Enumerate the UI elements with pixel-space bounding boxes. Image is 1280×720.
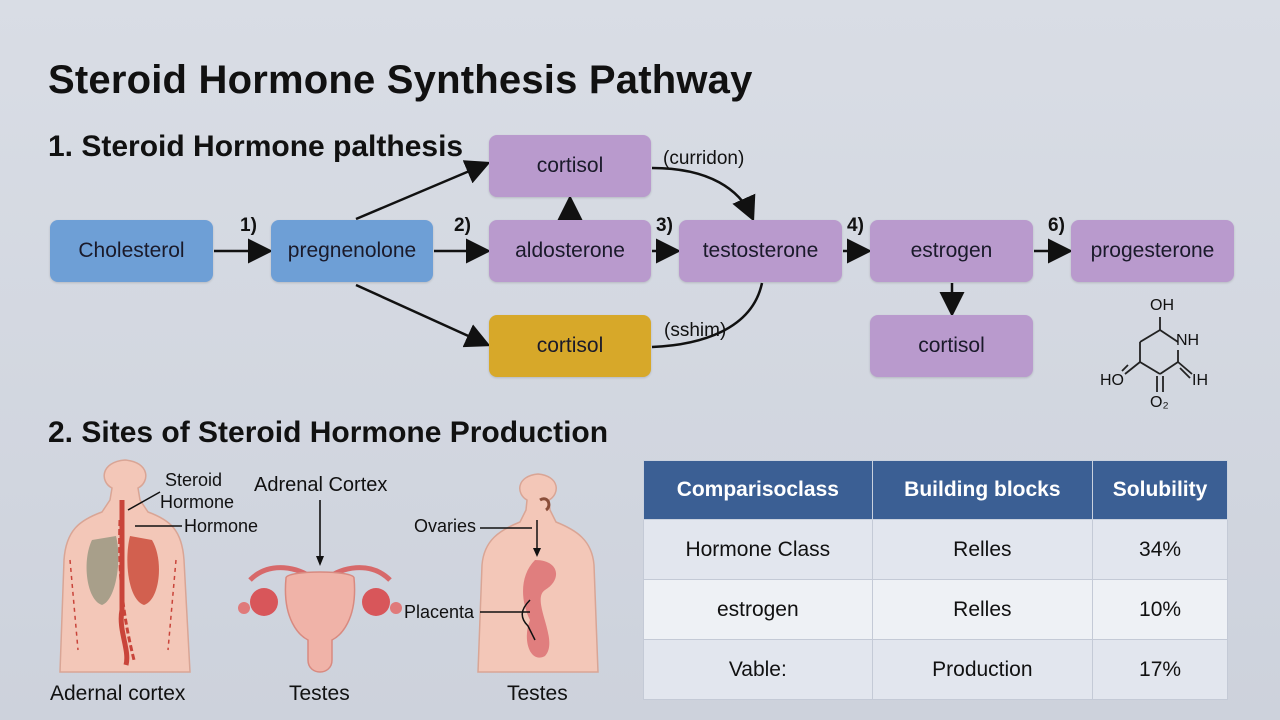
node-progesterone: progesterone bbox=[1071, 220, 1234, 282]
arrow-testosterone-sshim bbox=[651, 282, 764, 349]
caption-testes-1: Testes bbox=[289, 682, 350, 705]
section-2-heading: 2. Sites of Steroid Hormone Production bbox=[48, 416, 609, 449]
node-estrogen: estrogen bbox=[870, 220, 1033, 282]
molecule-o2: O₂ bbox=[1150, 394, 1169, 411]
molecule-ih: IH bbox=[1192, 372, 1208, 389]
step-label: 2) bbox=[454, 215, 471, 236]
torso-figure-adrenal bbox=[59, 459, 191, 673]
table-cell: 34% bbox=[1092, 519, 1228, 580]
annotation-curridon: (curridon) bbox=[663, 148, 745, 169]
anatomy-label-placenta: Placenta bbox=[404, 602, 475, 622]
anatomy-label-steroid: Steroid bbox=[165, 470, 223, 490]
node-cortisol-top: cortisol bbox=[489, 135, 651, 197]
comparison-table: Comparisoclass Building blocks Solubilit… bbox=[643, 460, 1228, 700]
annotation-sshim: (sshim) bbox=[664, 320, 727, 341]
table-cell: Relles bbox=[871, 519, 1094, 580]
arrow-pregnenolone-cortisol-gold bbox=[355, 283, 491, 348]
arrow-cortisol-testosterone bbox=[651, 166, 756, 222]
anatomy-label-adrenal-cortex: Adrenal Cortex bbox=[254, 474, 388, 496]
molecule-ho: HO bbox=[1100, 372, 1124, 389]
table-cell: Vable: bbox=[643, 639, 873, 700]
uterus-figure bbox=[238, 500, 402, 673]
node-cortisol-gold: cortisol bbox=[489, 315, 651, 377]
anatomy-label-hormone-line2: Hormone bbox=[160, 492, 235, 512]
table-header-row: Comparisoclass Building blocks Solubilit… bbox=[643, 460, 1228, 520]
step-label: 1) bbox=[240, 215, 257, 236]
molecule-structure bbox=[1121, 317, 1193, 392]
table-cell: Hormone Class bbox=[643, 519, 873, 580]
molecule-oh-top: OH bbox=[1150, 297, 1174, 314]
table-cell: Relles bbox=[871, 579, 1094, 640]
table-header-cell: Building blocks bbox=[871, 460, 1094, 520]
table-header-cell: Comparisoclass bbox=[643, 460, 873, 520]
node-aldosterone: aldosterone bbox=[489, 220, 651, 282]
step-label: 3) bbox=[656, 215, 673, 236]
anatomy-label-hormone: Hormone bbox=[184, 516, 259, 536]
table-row: estrogen Relles 10% bbox=[643, 579, 1228, 640]
node-cortisol-bottom: cortisol bbox=[870, 315, 1033, 377]
table-header-cell: Solubility bbox=[1092, 460, 1228, 520]
step-label: 4) bbox=[847, 215, 864, 236]
molecule-nh: NH bbox=[1176, 332, 1200, 349]
caption-adrenal-cortex: Adernal cortex bbox=[50, 682, 186, 705]
table-cell: 10% bbox=[1092, 579, 1228, 640]
table-cell: 17% bbox=[1092, 639, 1228, 700]
page-title: Steroid Hormone Synthesis Pathway bbox=[48, 58, 753, 102]
arrow-pregnenolone-cortisol-top bbox=[355, 160, 491, 221]
table-row: Vable: Production 17% bbox=[643, 639, 1228, 700]
node-pregnenolone: pregnenolone bbox=[271, 220, 433, 282]
table-cell: Production bbox=[871, 639, 1094, 700]
table-row: Hormone Class Relles 34% bbox=[643, 519, 1228, 580]
caption-testes-2: Testes bbox=[507, 682, 568, 705]
node-cholesterol: Cholesterol bbox=[50, 220, 213, 282]
anatomy-label-ovaries: Ovaries bbox=[414, 516, 477, 536]
table-cell: estrogen bbox=[643, 579, 873, 640]
step-label: 6) bbox=[1048, 215, 1065, 236]
body-figure-testes bbox=[477, 473, 599, 673]
node-testosterone: testosterone bbox=[679, 220, 842, 282]
section-1-heading: 1. Steroid Hormone palthesis bbox=[48, 130, 464, 163]
